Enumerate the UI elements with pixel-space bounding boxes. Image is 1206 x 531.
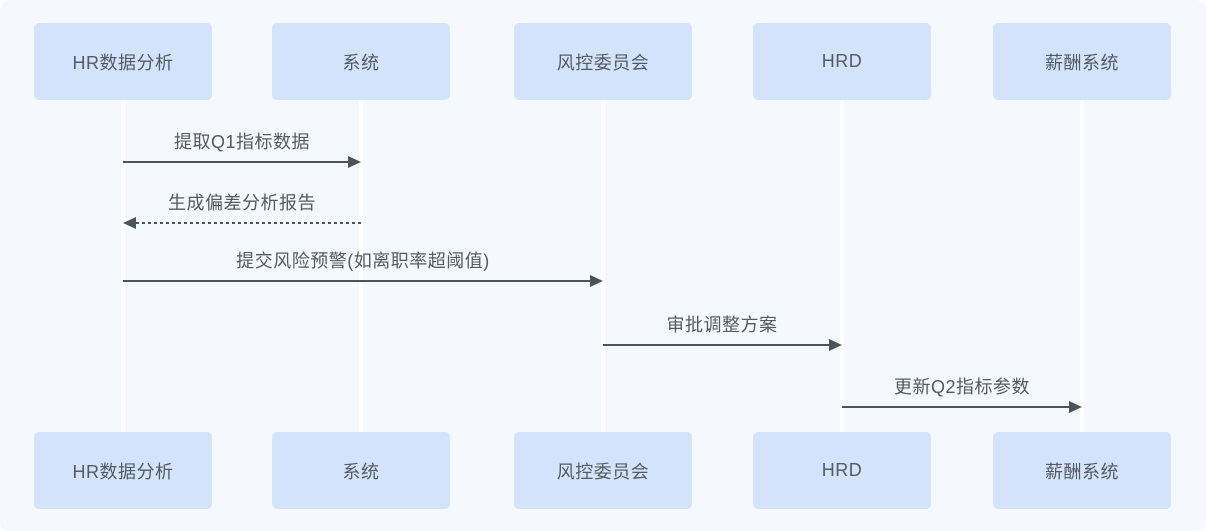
arrowhead-left-icon (123, 217, 136, 229)
actor-bottom-compensation-system: 薪酬系统 (993, 432, 1171, 509)
actor-label: 风控委员会 (556, 461, 650, 482)
arrowhead-right-icon (829, 339, 842, 351)
actor-bottom-hr-data-analysis: HR数据分析 (34, 432, 212, 509)
actor-bottom-risk-committee: 风控委员会 (514, 432, 692, 509)
arrowhead-right-icon (348, 156, 361, 168)
message-label-extract-q1-data: 提取Q1指标数据 (173, 132, 310, 152)
lifeline-hrd (840, 100, 844, 432)
actor-label: HR数据分析 (72, 52, 174, 73)
actor-label: 薪酬系统 (1045, 461, 1119, 482)
arrowhead-right-icon (590, 275, 603, 287)
message-label-deviation-report: 生成偏差分析报告 (168, 193, 316, 213)
lifeline-hr-data-analysis (121, 100, 125, 432)
actor-label: HRD (821, 460, 863, 480)
actor-top-hrd: HRD (753, 23, 931, 100)
actor-label: 风控委员会 (556, 52, 650, 73)
actor-label: 薪酬系统 (1045, 52, 1119, 73)
actor-top-risk-committee: 风控委员会 (514, 23, 692, 100)
message-line-deviation-report (136, 222, 361, 224)
actor-top-compensation-system: 薪酬系统 (993, 23, 1171, 100)
lifeline-risk-committee (601, 100, 605, 432)
message-label-approve-plan: 审批调整方案 (666, 315, 778, 335)
message-line-risk-alert (123, 280, 590, 282)
message-label-risk-alert: 提交风险预警(如离职率超阈值) (236, 251, 490, 271)
actor-bottom-hrd: HRD (753, 432, 931, 509)
message-line-update-q2-params (842, 406, 1069, 408)
lifeline-system (359, 100, 363, 432)
actor-label: 系统 (342, 461, 380, 482)
lifeline-compensation-system (1080, 100, 1084, 432)
actor-top-system: 系统 (272, 23, 450, 100)
message-line-approve-plan (603, 344, 829, 346)
arrowhead-right-icon (1069, 401, 1082, 413)
actor-bottom-system: 系统 (272, 432, 450, 509)
actor-label: HR数据分析 (72, 461, 174, 482)
actor-top-hr-data-analysis: HR数据分析 (34, 23, 212, 100)
message-line-extract-q1-data (123, 161, 348, 163)
actor-label: 系统 (342, 52, 380, 73)
actor-label: HRD (821, 51, 863, 71)
message-label-update-q2-params: 更新Q2指标参数 (893, 377, 1030, 397)
